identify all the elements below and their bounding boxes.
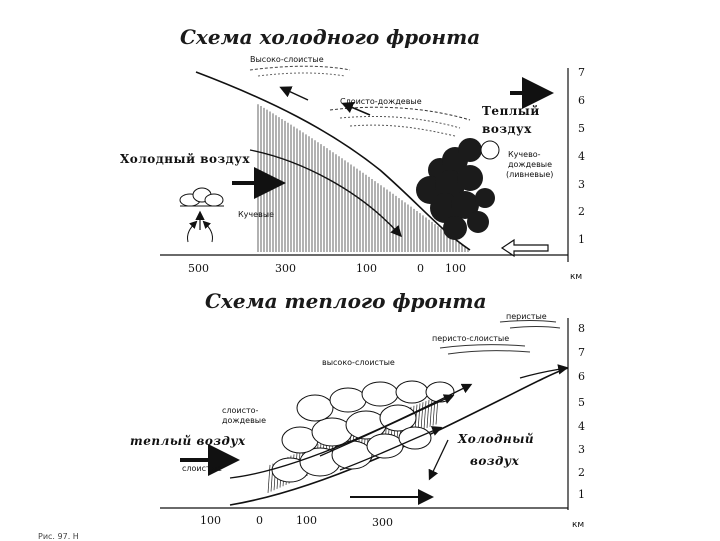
label-stratus: слоистые [182,464,222,473]
warm-alt-tick: 4 [578,420,585,433]
cold-nimbostratus-cloud [329,106,471,121]
cold-unit-label: км [570,272,583,282]
warm-alt-tick: 8 [578,322,585,335]
cold-front-surface [195,71,471,251]
warm-unit-label: км [572,520,585,530]
label-warm-altostratus: высоко-слоистые [322,358,395,367]
warm-air-ascent-arrow [229,383,473,479]
cold-alt-tick: 3 [578,178,585,191]
cold-alt-tick: 2 [578,205,585,218]
warm-alt-tick: 2 [578,466,585,479]
label-warm-air-line2: воздух [482,122,532,136]
cold-altostratus-cloud [249,65,351,71]
cold-alt-tick: 5 [578,122,585,135]
label-nimbostratus: Слоисто-дождевые [340,97,422,106]
cold-cumulus-cloud [179,187,224,207]
warm-front-surface [229,367,569,506]
label-nimbostratus-2: дождевые [222,416,267,425]
cold-cumulonimbus-cloud [416,138,500,240]
cold-front-precipitation-hatch [257,104,469,252]
cold-dist-tick: 500 [188,262,209,275]
warm-dist-tick: 300 [372,516,393,529]
cold-dist-tick: 100 [356,262,377,275]
label-warm-air: теплый воздух [130,434,246,448]
cold-dist-tick: 0 [417,262,424,275]
label-cumulus: Кучевые [238,210,275,219]
figure-caption: Рис. 97. Н [38,532,79,541]
upper-flow-arrow [279,86,309,101]
cold-front-diagram [160,65,569,262]
label-cumulonimbus-3: (ливневые) [506,170,554,179]
warm-alt-tick: 6 [578,370,585,383]
warm-alt-tick: 5 [578,396,585,409]
warm-front-diagram [160,318,569,510]
cold-alt-tick: 1 [578,233,585,246]
warm-cirrus-clouds [439,320,561,355]
cold-front-title: Схема холодного фронта [180,25,481,49]
warm-alt-tick: 1 [578,488,585,501]
warm-dist-tick: 100 [200,514,221,527]
label-cold-air-line2: воздух [470,454,520,468]
label-cold-air: Холодный воздух [120,152,251,166]
label-nimbostratus-1: слоисто- [222,406,259,415]
warm-front-title: Схема теплого фронта [205,289,487,313]
label-cold-air-line1: Холодный [458,432,535,446]
cold-air-retreat-arrow [428,439,449,481]
label-warm-air-line1: Теплый [482,104,540,118]
label-cirrostratus: перисто-слоистые [432,334,510,343]
warm-dist-tick: 0 [256,514,263,527]
label-cumulonimbus-1: Кучево- [508,150,541,159]
label-cumulonimbus-2: дождевые [508,160,553,169]
cold-air-wedge-arrow [249,149,402,238]
warm-alt-tick: 3 [578,443,585,456]
cold-dist-tick: 300 [275,262,296,275]
warm-alt-tick: 7 [578,346,585,359]
label-altostratus: Высоко-слоистые [250,55,324,64]
label-cirrus: перистые [506,312,547,321]
cold-alt-tick: 7 [578,66,585,79]
warm-cloud-mass [271,380,455,483]
warm-dist-tick: 100 [296,514,317,527]
cold-dist-tick: 100 [445,262,466,275]
cold-alt-tick: 4 [578,150,585,163]
surface-wind-arrow [500,238,549,258]
cold-alt-tick: 6 [578,94,585,107]
